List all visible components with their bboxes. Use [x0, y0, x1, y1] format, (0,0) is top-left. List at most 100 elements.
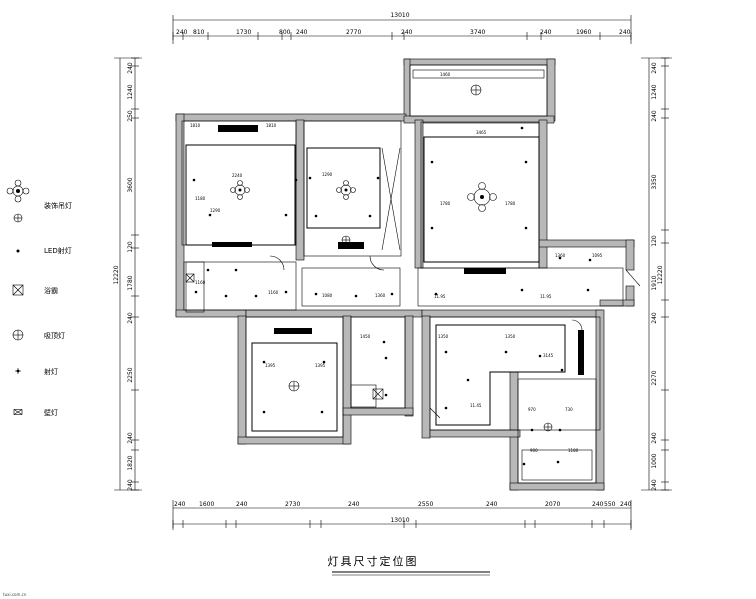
svg-text:120: 120	[127, 241, 134, 253]
legend-label-pendant: 装饰吊灯	[44, 201, 72, 210]
led-downlight-icon	[520, 126, 524, 130]
svg-text:3740: 3740	[470, 29, 485, 36]
svg-text:1910: 1910	[651, 275, 658, 290]
svg-text:240: 240	[127, 479, 134, 491]
led-downlight-icon	[522, 462, 526, 466]
svg-text:1350: 1350	[505, 334, 516, 339]
ceiling-lamp-icon	[543, 422, 553, 432]
led-downlight-icon	[556, 460, 560, 464]
svg-text:240: 240	[176, 29, 188, 36]
svg-text:1460: 1460	[440, 72, 451, 77]
svg-text:11.45: 11.45	[470, 403, 482, 408]
led-downlight-icon	[558, 256, 562, 260]
svg-text:240: 240	[127, 62, 134, 74]
drawing-title: 灯具尺寸定位图	[328, 554, 419, 568]
bottom-dim-labels: 240 1600 240 2730 240 2550 240 2070 240 …	[174, 501, 632, 508]
led-downlight-icon	[430, 226, 434, 230]
led-downlight-icon	[314, 214, 318, 218]
ceiling-lamp-icon	[13, 213, 23, 223]
svg-text:550: 550	[604, 501, 616, 508]
led-downlight-icon	[384, 356, 388, 360]
svg-text:900: 900	[530, 448, 538, 453]
svg-text:730: 730	[565, 407, 573, 412]
led-downlight-icon	[382, 340, 386, 344]
led-downlight-icon	[444, 406, 448, 410]
led-downlight-icon	[538, 354, 542, 358]
svg-text:2250: 2250	[127, 367, 134, 382]
legend-label-fan: 浴霸	[44, 286, 58, 295]
exhaust-fan-icon	[12, 284, 24, 296]
led-downlight-icon	[284, 213, 288, 217]
legend-label-led: LED射灯	[44, 246, 72, 255]
legend-label-ceiling: 吸顶灯	[44, 331, 65, 340]
pendant-lamps	[230, 180, 497, 212]
legend-label-wall: 壁灯	[44, 408, 58, 417]
led-downlight-icon	[224, 294, 228, 298]
svg-text:2270: 2270	[651, 370, 658, 385]
svg-text:1730: 1730	[236, 29, 251, 36]
svg-text:1780: 1780	[440, 201, 451, 206]
svg-text:240: 240	[127, 432, 134, 444]
svg-text:2240: 2240	[232, 173, 243, 178]
svg-text:1180: 1180	[568, 448, 579, 453]
led-downlight-icon	[192, 178, 196, 182]
led-downlight-icon	[376, 176, 380, 180]
svg-text:1080: 1080	[322, 293, 333, 298]
svg-text:240: 240	[401, 29, 413, 36]
svg-text:1810: 1810	[190, 123, 201, 128]
svg-text:1290: 1290	[322, 172, 333, 177]
led-downlight-icon	[430, 160, 434, 164]
pendant-lamp-icon	[230, 180, 250, 200]
led-downlight-icon	[16, 249, 20, 253]
svg-text:2070: 2070	[545, 501, 560, 508]
spotlight-icon	[15, 368, 21, 374]
led-downlight-icon	[558, 428, 562, 432]
svg-text:1780: 1780	[505, 201, 516, 206]
svg-text:3465: 3465	[476, 130, 487, 135]
led-downlight-icon	[390, 292, 394, 296]
svg-text:1820: 1820	[127, 455, 134, 470]
wall-lamp-icon	[13, 409, 23, 415]
svg-text:1095: 1095	[592, 253, 603, 258]
svg-text:240: 240	[651, 312, 658, 324]
walls	[175, 58, 635, 491]
led-downlight-icon	[520, 288, 524, 292]
svg-text:11.95: 11.95	[434, 294, 446, 299]
top-dim-labels: 240 810 1730 800 240 2770 240 3740 240 1…	[176, 29, 631, 36]
svg-text:3145: 3145	[543, 353, 554, 358]
led-downlight-icon	[284, 290, 288, 294]
led-downlight-icon	[354, 294, 358, 298]
svg-text:3600: 3600	[127, 177, 134, 192]
led-downlight-icon	[294, 178, 298, 182]
led-downlight-icon	[320, 410, 324, 414]
svg-text:1350: 1350	[438, 334, 449, 339]
led-downlight-icon	[262, 410, 266, 414]
right-dim-labels: 240 1240 240 3350 120 1910 240 2270 240 …	[651, 62, 658, 491]
svg-text:2550: 2550	[418, 501, 433, 508]
svg-text:1240: 1240	[127, 84, 134, 99]
svg-text:240: 240	[620, 501, 632, 508]
led-downlight-icon	[322, 360, 326, 364]
overall-left-dim: 12220	[113, 265, 120, 284]
left-dim-labels: 240 1240 250 3600 120 1780 240 2250 240 …	[127, 62, 134, 491]
led-downlight-icon	[524, 226, 528, 230]
svg-text:240: 240	[127, 312, 134, 324]
room-dim-labels: 1810 1810 2240 1180 1290 1290 3465 1780 …	[190, 72, 603, 453]
led-downlight-icon	[434, 292, 438, 296]
svg-text:1160: 1160	[268, 290, 279, 295]
svg-text:1600: 1600	[199, 501, 214, 508]
led-downlight-icon	[588, 258, 592, 262]
svg-text:240: 240	[619, 29, 631, 36]
svg-text:240: 240	[540, 29, 552, 36]
legend: 装饰吊灯 LED射灯 浴霸 吸顶灯 射灯 壁灯	[6, 179, 72, 417]
led-downlight-icon	[206, 268, 210, 272]
pendant-lamp-icon	[336, 180, 356, 200]
led-downlight-icon	[466, 378, 470, 382]
led-downlight-icon	[368, 214, 372, 218]
exhaust-fan-icon	[185, 273, 195, 283]
svg-text:1780: 1780	[127, 275, 134, 290]
svg-text:1180: 1180	[195, 196, 206, 201]
svg-text:240: 240	[651, 62, 658, 74]
svg-text:2770: 2770	[346, 29, 361, 36]
